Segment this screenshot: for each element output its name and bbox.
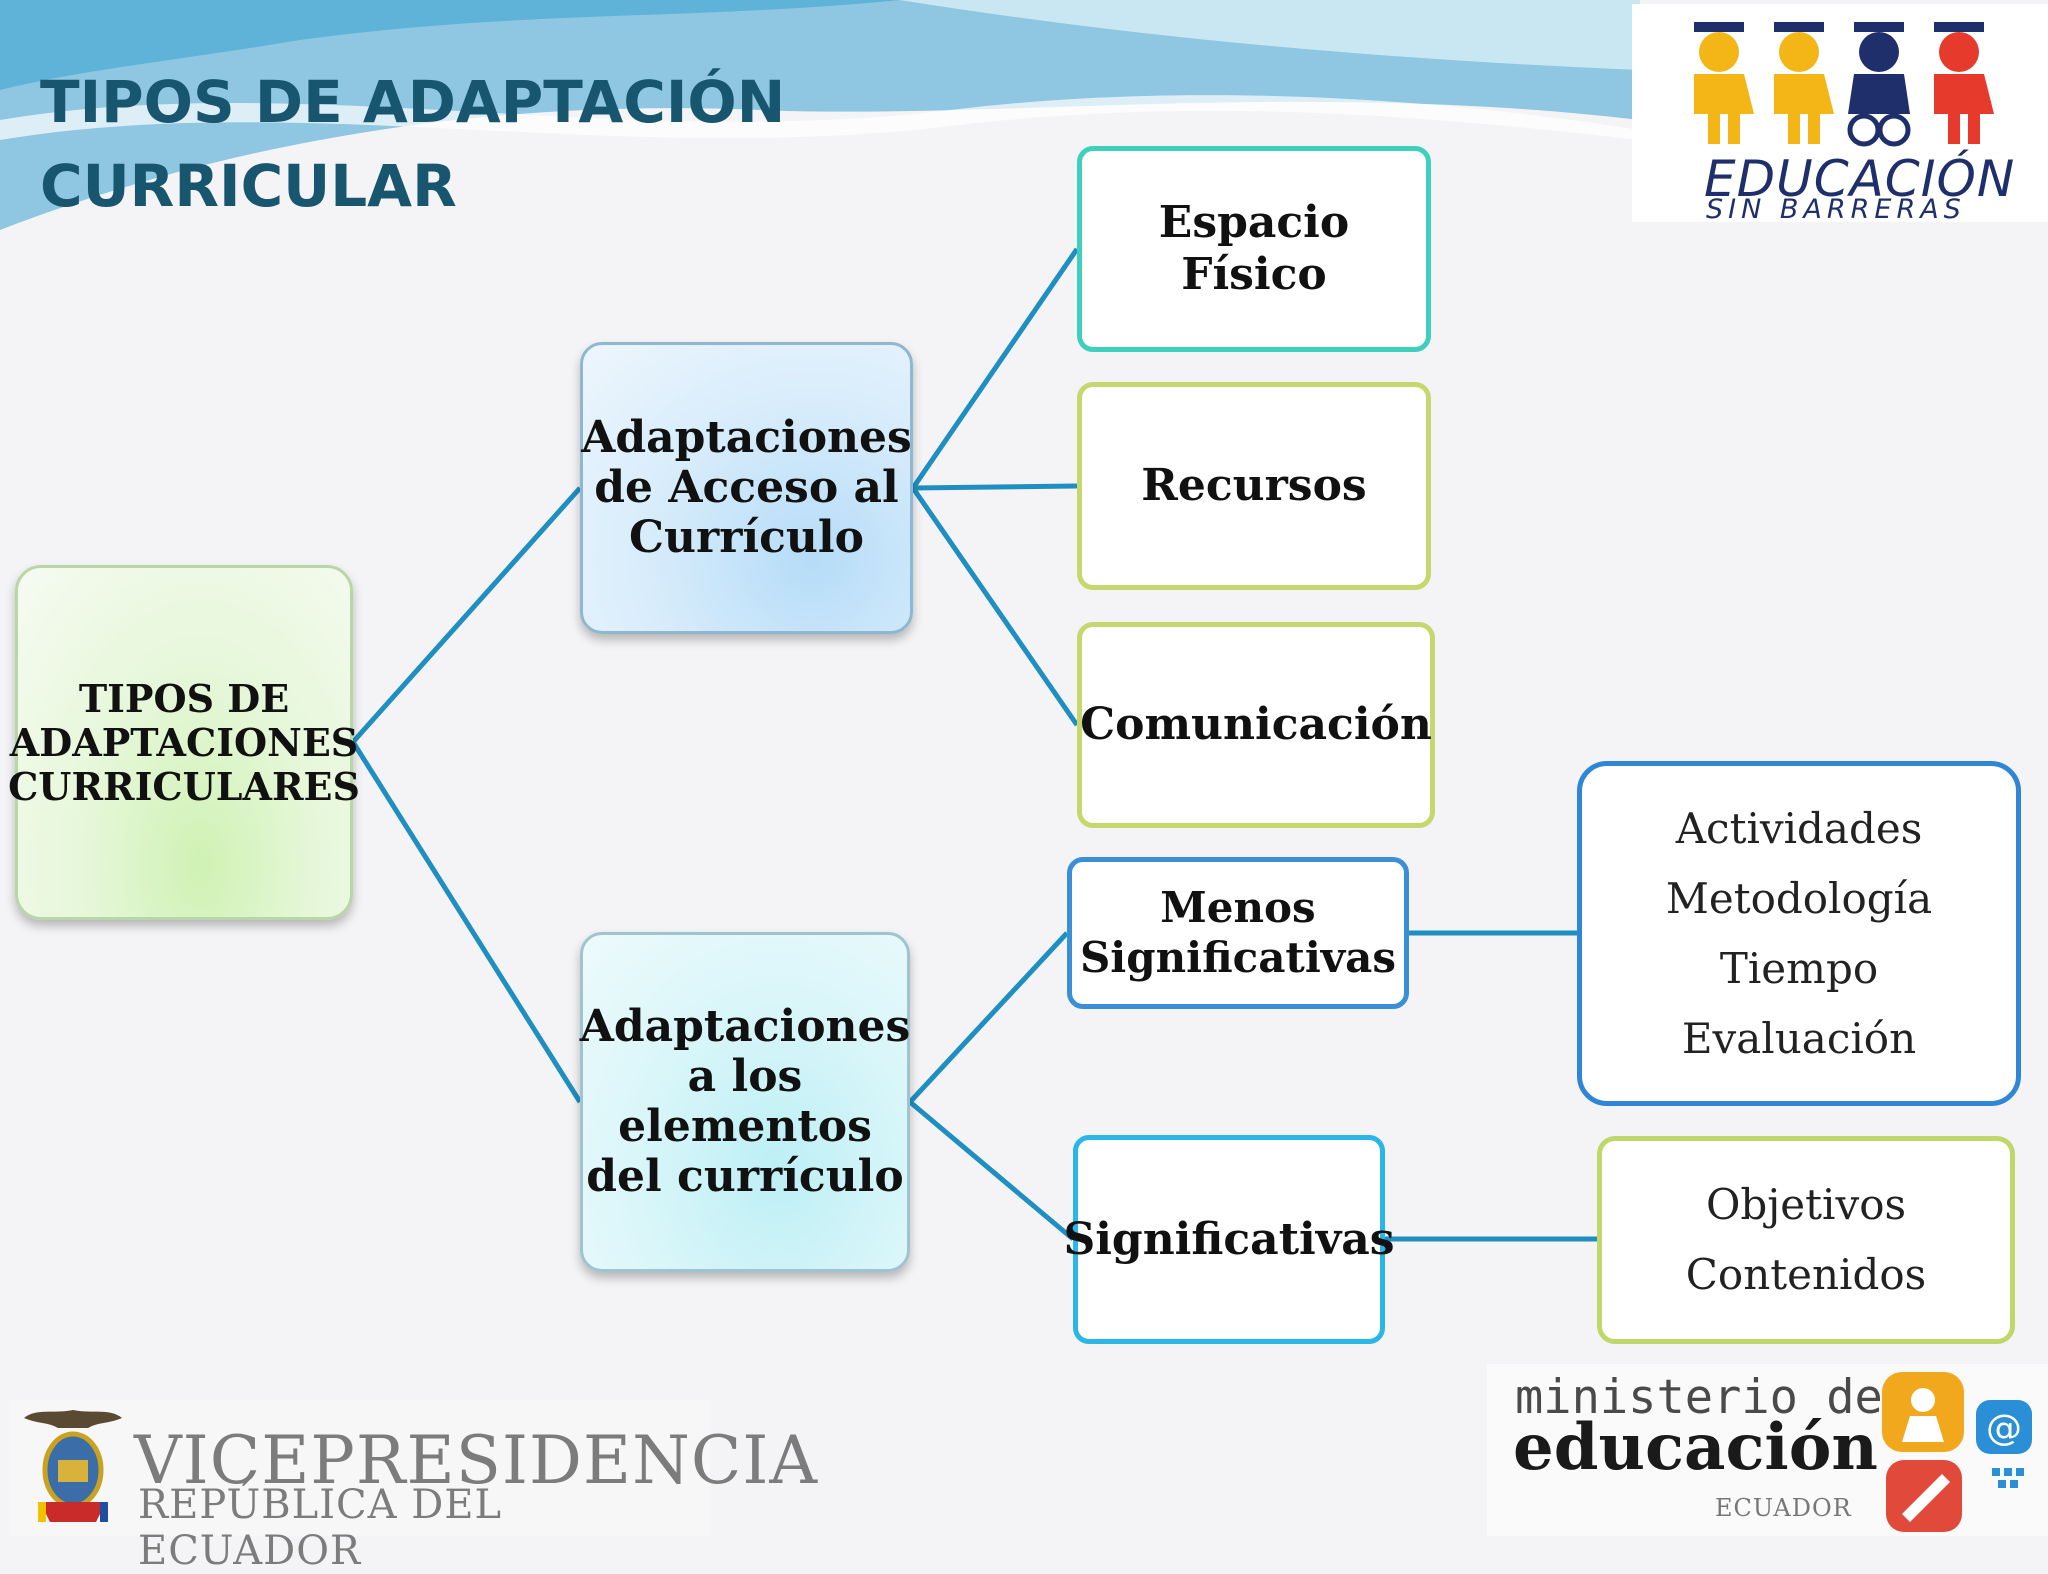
access-adaptations-node: Adaptaciones de Acceso al Currículo [580, 342, 913, 634]
connector-root-access [351, 486, 582, 744]
educacion-brand-text: EDUCACIÓN [1704, 150, 2016, 208]
significativas-label: Significativas [1063, 1213, 1395, 1265]
list-item: Actividades [1675, 803, 1923, 853]
children-figures-icon [1694, 22, 1994, 147]
significativas-node: Significativas [1063, 1135, 1395, 1344]
connector-access-comunicacion [910, 486, 1080, 727]
list-item: Metodología [1665, 873, 1933, 923]
ministerio-de-text: ministerio de [1515, 1370, 1883, 1425]
comunicacion-label: Comunicación [1080, 699, 1432, 751]
significativas-list: Objetivos Contenidos [1597, 1136, 2015, 1344]
connector-root-elements [350, 740, 583, 1104]
curriculum-elements-node: Adaptaciones a los elementos del currícu… [580, 932, 910, 1272]
slide-title: TIPOS DE ADAPTACIÓN CURRICULAR [40, 68, 786, 220]
header-wave-decoration [0, 0, 1640, 230]
connector-elements-menos [908, 931, 1069, 1104]
espacio-fisico-label: Espacio Físico [1158, 197, 1350, 300]
republica-ecuador-text: REPÚBLICA DEL ECUADOR [138, 1482, 503, 1574]
diagram-connectors [350, 247, 1597, 1242]
connector-elements-significativas [908, 1100, 1075, 1241]
espacio-fisico-node: Espacio Físico [1077, 146, 1431, 352]
menos-significativas-list: Actividades Metodología Tiempo Evaluació… [1577, 761, 2021, 1106]
ministerio-educacion-logo: ministerio de educación ECUADOR @ [1487, 1364, 2048, 1536]
recursos-label: Recursos [1141, 460, 1367, 512]
root-node-label: TIPOS DE ADAPTACIONES CURRICULARES [8, 675, 360, 809]
list-item: Contenidos [1685, 1250, 1927, 1299]
coat-of-arms-icon [24, 1410, 122, 1522]
sin-barreras-tagline: SIN BARRERAS [1706, 194, 1966, 225]
vicepresidencia-text: VICEPRESIDENCIA [134, 1422, 819, 1499]
list-item: Objetivos [1705, 1180, 1907, 1229]
comunicacion-node: Comunicación [1077, 622, 1435, 828]
educacion-sin-barreras-logo: EDUCACIÓN SIN BARRERAS [1632, 4, 2048, 225]
menos-significativas-label: Menos Significativas [1079, 883, 1397, 982]
ministry-emblem-icon: @ [1882, 1372, 2032, 1532]
curriculum-elements-label: Adaptaciones a los elementos del currícu… [579, 1001, 911, 1202]
ecuador-text: ECUADOR [1715, 1494, 1852, 1522]
vicepresidencia-logo: VICEPRESIDENCIA REPÚBLICA DEL ECUADOR [10, 1400, 817, 1574]
connector-access-espacio [910, 247, 1080, 490]
access-adaptations-label: Adaptaciones de Acceso al Currículo [581, 412, 912, 563]
connector-access-recursos [912, 483, 1078, 491]
root-node: TIPOS DE ADAPTACIONES CURRICULARES [8, 565, 360, 920]
menos-significativas-node: Menos Significativas [1067, 857, 1409, 1009]
recursos-node: Recursos [1077, 382, 1431, 590]
svg-text:@: @ [1986, 1408, 2022, 1449]
list-item: Tiempo [1719, 943, 1879, 993]
educacion-text: educación [1513, 1410, 1878, 1485]
list-item: Evaluación [1681, 1013, 1917, 1063]
